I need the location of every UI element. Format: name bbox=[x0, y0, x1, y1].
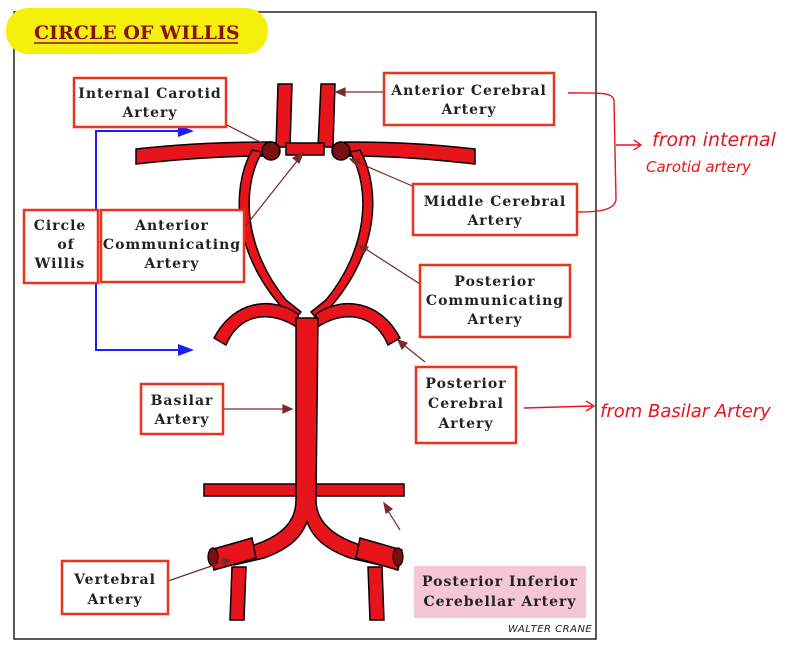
right-vertebral-end bbox=[393, 548, 403, 566]
basilar-label-line2: Artery bbox=[153, 412, 209, 428]
vertebral-label-line2: Artery bbox=[86, 592, 142, 608]
artist-signature: WALTER CRANE bbox=[508, 624, 592, 635]
anterior-communicating-label-line3: Artery bbox=[143, 256, 199, 272]
left-internal-carotid-junction bbox=[262, 142, 280, 160]
internal-carotid-label-line1: Internal Carotid bbox=[78, 86, 221, 102]
left-anterior-cerebral-vessel bbox=[276, 84, 292, 147]
right-vertebral-lower-vessel bbox=[368, 567, 384, 620]
posterior-communicating-label-line1: Posterior bbox=[454, 274, 535, 290]
pica-label-line1: Posterior Inferior bbox=[422, 574, 578, 590]
annotation-from-internal-line2: Carotid artery bbox=[646, 158, 752, 176]
posterior-cerebral-label-line3: Artery bbox=[437, 416, 493, 432]
circle-of-willis-label-line2: of bbox=[57, 237, 74, 253]
middle-cerebral-label-line1: Middle Cerebral bbox=[424, 194, 566, 210]
right-anterior-cerebral-vessel bbox=[318, 84, 335, 147]
internal-carotid-label-line2: Artery bbox=[121, 105, 177, 121]
posterior-cerebral-label-line1: Posterior bbox=[425, 376, 506, 392]
posterior-cerebral-label-line2: Cerebral bbox=[428, 396, 504, 412]
annotation-from-basilar: from Basilar Artery bbox=[600, 401, 771, 422]
pica-label-line2: Cerebellar Artery bbox=[423, 594, 576, 610]
posterior-communicating-label-line3: Artery bbox=[466, 312, 522, 328]
vertebral-label-line1: Vertebral bbox=[73, 572, 156, 588]
anterior-communicating-label-line1: Anterior bbox=[134, 218, 209, 234]
anterior-cerebral-label-line2: Artery bbox=[440, 102, 496, 118]
anterior-communicating-label-line2: Communicating bbox=[103, 237, 241, 253]
basilar-label-line1: Basilar bbox=[151, 393, 214, 409]
annotation-from-internal-line1: from internal bbox=[652, 129, 777, 151]
middle-cerebral-label-line2: Artery bbox=[466, 213, 522, 229]
circle-of-willis-label-line1: Circle bbox=[34, 218, 87, 234]
posterior-communicating-label-line2: Communicating bbox=[426, 293, 564, 309]
anterior-communicating-vessel bbox=[286, 143, 324, 155]
anterior-cerebral-label-line1: Anterior Cerebral bbox=[390, 83, 547, 99]
left-vertebral-lower-vessel bbox=[230, 567, 246, 620]
circle-of-willis-label-line3: Willis bbox=[34, 256, 86, 272]
left-vertebral-end bbox=[208, 548, 218, 566]
right-internal-carotid-junction bbox=[332, 142, 350, 160]
page-title: CIRCLE OF WILLIS bbox=[34, 22, 240, 44]
